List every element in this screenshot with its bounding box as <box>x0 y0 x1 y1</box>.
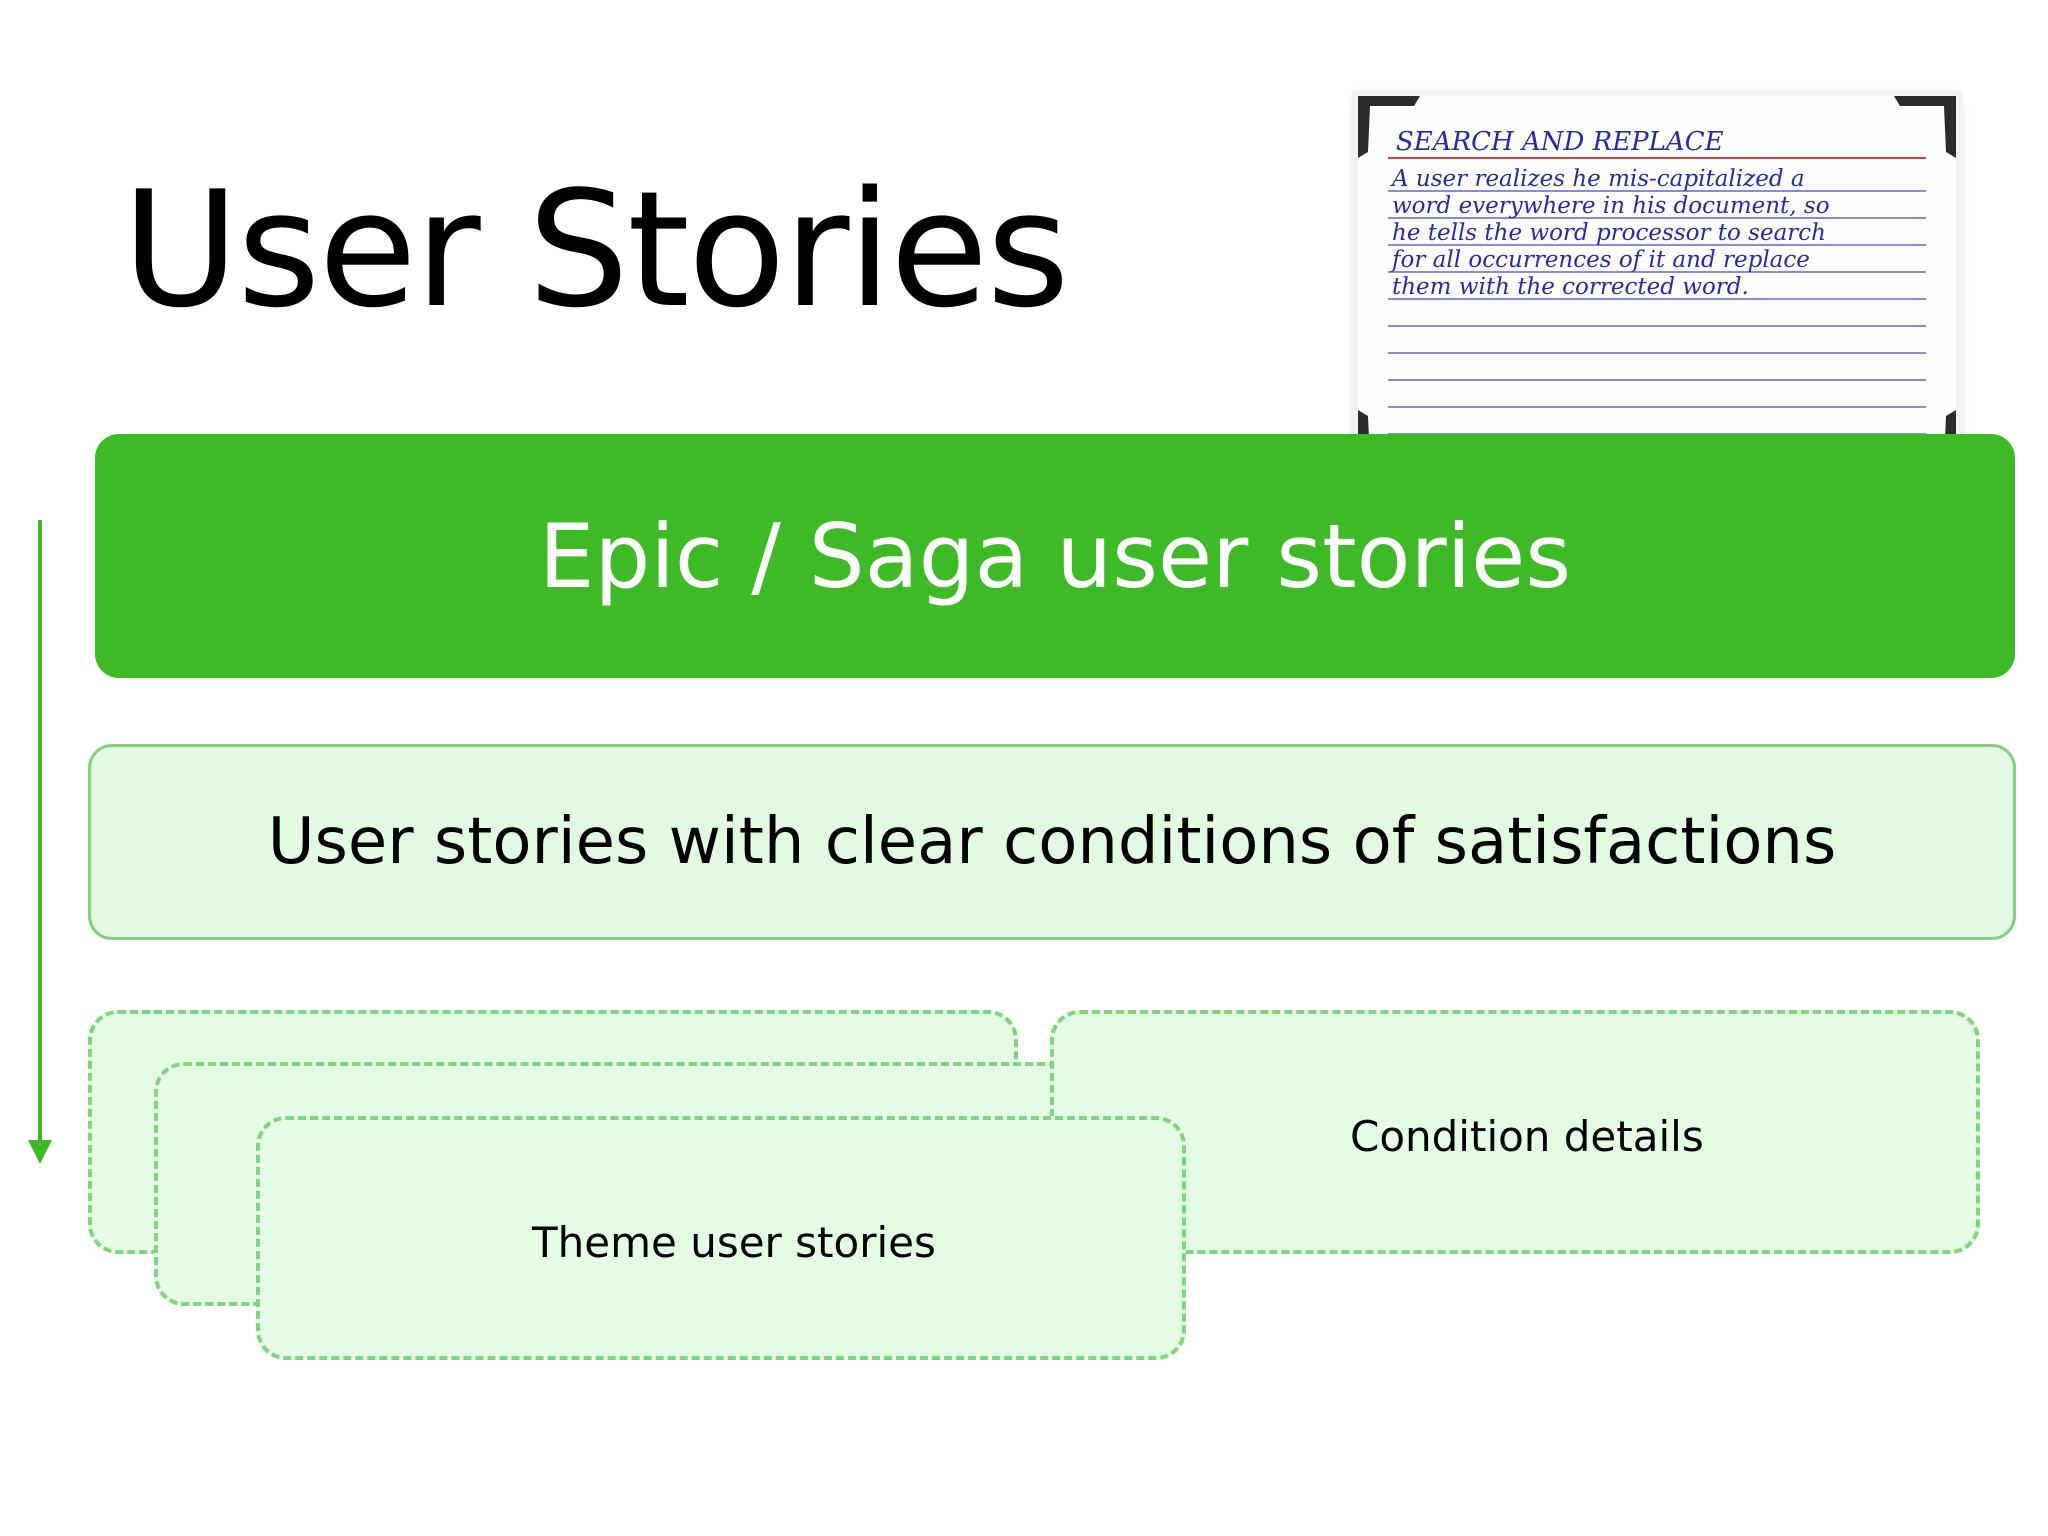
epic-saga-level: Epic / Saga user stories <box>95 434 2015 678</box>
epic-saga-label: Epic / Saga user stories <box>538 504 1572 608</box>
down-arrow-icon <box>28 520 52 1164</box>
index-card-lines: SEARCH AND REPLACE A user realizes he mi… <box>1358 96 1956 472</box>
condition-details-label: Condition details <box>1350 1112 1704 1161</box>
clear-conditions-level: User stories with clear conditions of sa… <box>88 744 2016 940</box>
condition-details-box: Condition details <box>1050 1010 1980 1254</box>
clear-conditions-label: User stories with clear conditions of sa… <box>267 805 1837 879</box>
theme-story-box-front: Theme user stories <box>256 1116 1186 1360</box>
card-line: A user realizes he mis-capitalized a <box>1390 166 1805 192</box>
index-card-image: SEARCH AND REPLACE A user realizes he mi… <box>1358 96 1956 472</box>
card-line: them with the corrected word. <box>1392 274 1749 300</box>
page-title: User Stories <box>122 156 1070 343</box>
theme-user-stories-label: Theme user stories <box>532 1218 936 1267</box>
card-line: word everywhere in his document, so <box>1392 193 1830 219</box>
card-line: for all occurrences of it and replace <box>1390 247 1810 273</box>
card-line: he tells the word processor to search <box>1392 220 1826 246</box>
card-heading: SEARCH AND REPLACE <box>1396 127 1724 157</box>
